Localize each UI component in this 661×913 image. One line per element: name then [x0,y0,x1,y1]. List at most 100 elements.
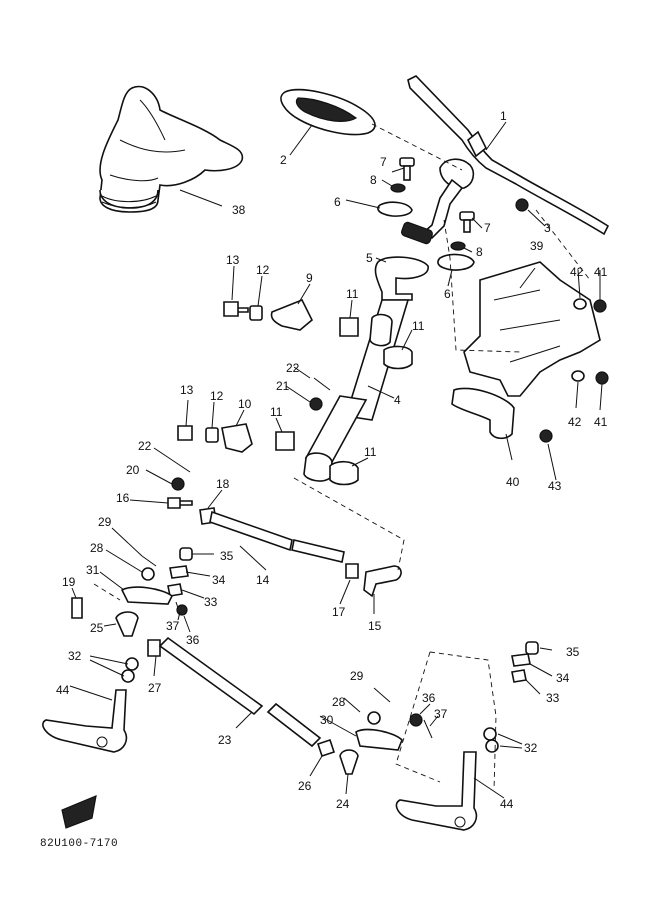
part-32-nut-left-b [121,669,135,683]
part-39-mount-bracket [463,261,601,397]
callout-20: 20 [126,463,140,477]
part-29-pin-left [141,555,157,567]
part-41-bolt-upper [593,299,607,313]
callout-13b: 13 [180,383,194,397]
callout-26: 26 [298,779,312,793]
callout-2: 2 [280,153,287,167]
part-32-nut-right-b [485,739,499,753]
callout-34a: 34 [212,573,226,587]
reference-lines [93,123,591,791]
part-35-nut-right [525,641,539,655]
part-29-pin-right [373,687,391,703]
part-4-steering-column [303,299,410,482]
callout-11d: 11 [364,445,377,459]
callout-7b: 7 [484,221,491,235]
part-14-tie-rod [209,510,293,552]
callout-23: 23 [218,733,232,747]
part-11-bushing-d [329,460,359,486]
callout-12b: 12 [210,389,224,403]
part-30-arm [355,728,403,751]
part-8-washer-lower [450,241,466,251]
part-44-steering-arm-left [42,689,128,753]
part-38-steering-cover [99,85,244,213]
callout-21: 21 [276,379,290,393]
part-36-nut-right [409,713,423,727]
part-11-bushing-b [383,345,413,370]
callout-7a: 7 [380,155,387,169]
part-19-bolt [71,597,83,619]
callout-38: 38 [232,203,246,217]
part-8-washer-upper [390,183,406,193]
callout-36a: 36 [186,633,200,647]
part-7-bolt-lower [459,211,475,233]
part-24-ball-joint [339,749,359,775]
part-41-bolt-lower [595,371,609,385]
callout-44b: 44 [500,797,514,811]
callout-25: 25 [90,621,104,635]
callout-18: 18 [216,477,230,491]
callout-31: 31 [86,563,100,577]
callout-6b: 6 [444,287,451,301]
callout-44a: 44 [56,683,70,697]
callout-5: 5 [366,251,373,265]
callout-9: 9 [306,271,313,285]
callout-28a: 28 [90,541,104,555]
part-27-nut [147,639,161,657]
callout-1: 1 [500,109,507,123]
callout-15: 15 [368,619,382,633]
part-44-steering-arm-right [395,751,478,831]
part-31-arm [120,586,174,605]
callout-10: 10 [238,397,252,411]
callout-4: 4 [394,393,401,407]
part-13-bolt-lower [177,425,193,441]
part-12-nut-upper [249,305,263,321]
part-28-nut-left [141,567,155,581]
part-6-holder-upper [377,201,413,217]
callout-41b: 41 [594,415,608,429]
callout-14: 14 [256,573,270,587]
callout-8a: 8 [370,173,377,187]
callout-12a: 12 [256,263,270,277]
part-5-column-clamp [374,256,429,301]
callout-22b: 22 [138,439,152,453]
callout-37a: 37 [166,619,180,633]
callout-11c: 11 [270,405,283,419]
part-33-washer-left [167,583,183,597]
callout-8b: 8 [476,245,483,259]
callout-35b: 35 [566,645,580,659]
part-28-nut-right [367,711,381,725]
callout-43: 43 [548,479,562,493]
part-42-washer-lower [571,370,585,382]
callout-42b: 42 [568,415,582,429]
part-9-bracket [270,298,313,331]
callout-34b: 34 [556,671,570,685]
part-13-bolt-upper [223,301,249,317]
callout-36b: 36 [422,691,436,705]
callout-40: 40 [506,475,520,489]
part-34-clip-right [511,653,531,667]
part-22-pin-lower [171,459,191,473]
callout-35a: 35 [220,549,234,563]
part-20-nut [171,477,185,491]
callout-28b: 28 [332,695,346,709]
callout-32a: 32 [68,649,82,663]
callout-30: 30 [320,713,334,727]
part-33-washer-right [511,669,527,683]
callout-29a: 29 [98,515,112,529]
callout-41a: 41 [594,265,608,279]
part-34-clip-left [169,565,189,579]
callout-13a: 13 [226,253,240,267]
part-42-washer-upper [573,298,587,310]
part-15-ball-joint [363,565,402,598]
callout-24: 24 [336,797,350,811]
part-43-bolt [539,429,553,443]
part-6-holder-lower [437,253,475,271]
callout-3: 3 [544,221,551,235]
part-12-nut-lower [205,427,219,443]
part-10-bracket [221,423,253,453]
part-21-nut [309,397,323,411]
callout-39: 39 [530,239,544,253]
part-11-bushing-a [339,317,359,337]
callout-17: 17 [332,605,346,619]
